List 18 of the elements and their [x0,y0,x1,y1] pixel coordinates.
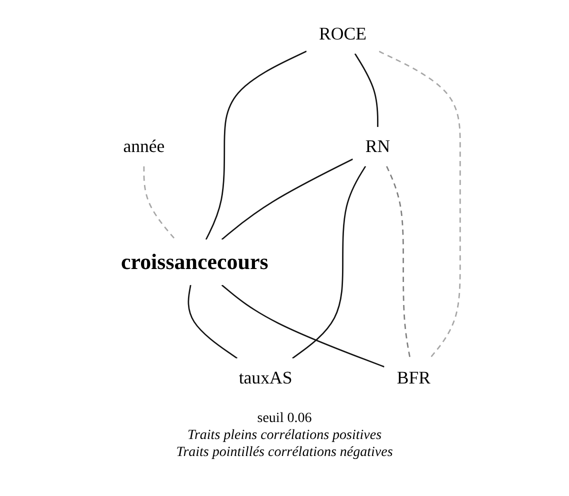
connector [354,53,379,127]
note-text: Traits pointillés corrélations négatives [176,444,393,461]
connector [144,166,176,240]
connector [222,158,354,240]
node-text: croissancecours [121,248,269,274]
node-text: RN [366,136,390,156]
threshold-label: seuil 0.06 [257,410,312,427]
connector [379,50,462,359]
node-text: année [123,136,165,156]
connector [386,166,411,358]
connector [206,50,307,240]
node-text: ROCE [319,24,367,44]
connector [292,166,366,359]
node-text: BFR [397,368,431,388]
connector [188,284,238,359]
connector [222,284,385,368]
node-text: tauxAS [239,368,292,388]
note-text: Traits pleins corrélations positives [187,427,382,444]
